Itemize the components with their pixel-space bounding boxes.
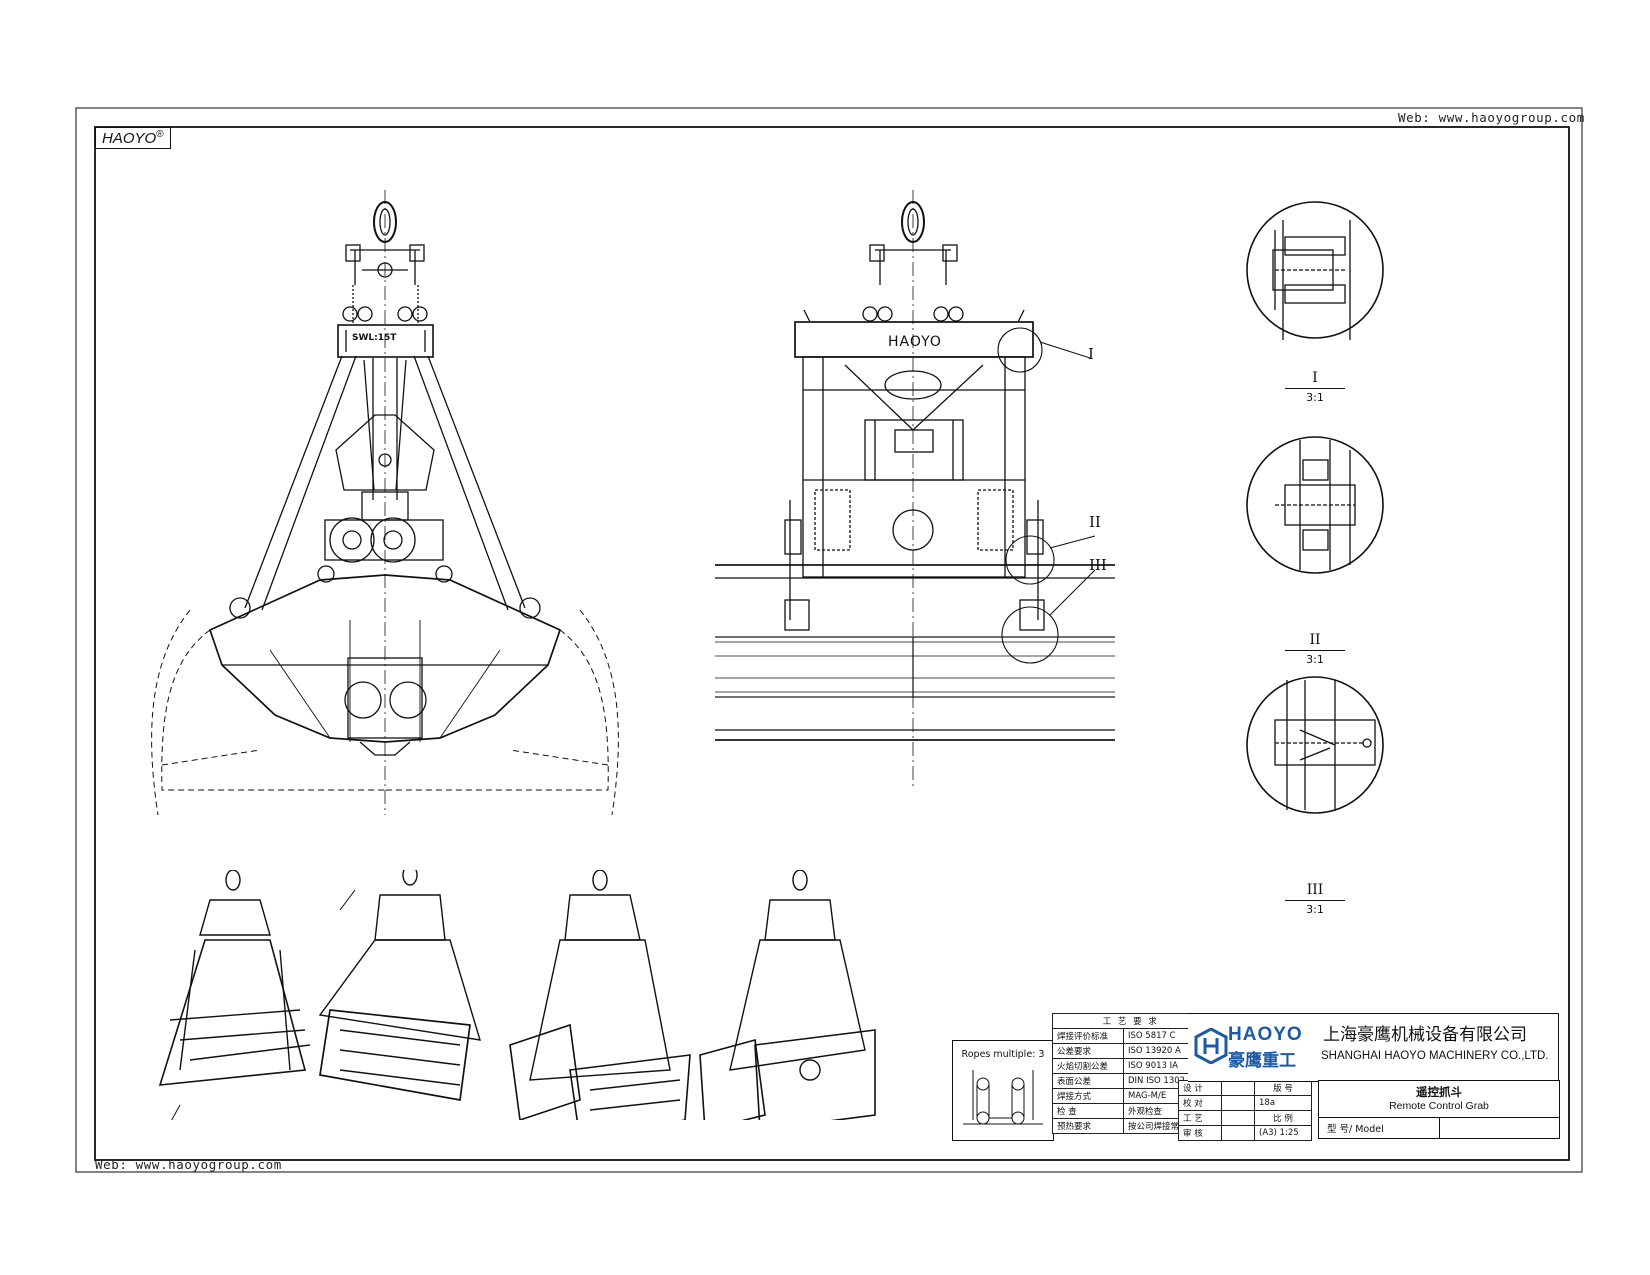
ropes-box: Ropes multiple: 3 — [952, 1040, 1054, 1141]
grab-side-view — [715, 190, 1115, 790]
detail-views — [1246, 201, 1384, 814]
product-box: 遥控抓斗 Remote Control Grab 型 号/ Model — [1318, 1080, 1560, 1139]
company-logo-cn: 豪鹰重工 — [1228, 1051, 1296, 1071]
brand-text: HAOYO — [102, 130, 157, 147]
requirements-header: 工 艺 要 求 — [1052, 1013, 1210, 1029]
product-name-en: Remote Control Grab — [1389, 1100, 1489, 1112]
side-view-brand: HAOYO — [888, 334, 942, 350]
company-name-en: SHANGHAI HAOYO MACHINERY CO.,LTD. — [1321, 1050, 1549, 1062]
company-header: HAOYO 豪鹰重工 上海豪鹰机械设备有限公司 SHANGHAI HAOYO M… — [1188, 1013, 1559, 1082]
registered-mark: ® — [156, 129, 164, 140]
scale-value: (A3) 1:25 — [1254, 1125, 1312, 1141]
callout-markers — [997, 327, 1096, 664]
web-url-bottom[interactable]: Web: www.haoyogroup.com — [95, 1157, 282, 1172]
ropes-label: Ropes multiple: 3 — [961, 1049, 1045, 1060]
swl-label: SWL:15T — [352, 333, 397, 343]
haoyo-logo-icon — [1194, 1028, 1228, 1064]
company-name-cn: 上海豪鹰机械设备有限公司 — [1323, 1025, 1527, 1045]
version-value: 18a — [1254, 1095, 1312, 1111]
rope-reeving-icon — [963, 1070, 1043, 1125]
web-url-top[interactable]: Web: www.haoyogroup.com — [1398, 110, 1585, 125]
callout-II: II — [1089, 513, 1101, 531]
brand-box: HAOYO® — [95, 127, 171, 149]
isometric-views — [158, 870, 876, 1120]
callout-III: III — [1089, 556, 1107, 574]
model-label: 型 号/ Model — [1327, 1124, 1384, 1135]
product-name-cn: 遥控抓斗 — [1416, 1085, 1462, 1099]
company-logo-text: HAOYO — [1228, 1024, 1303, 1045]
grab-front-view — [151, 190, 619, 815]
callout-I: I — [1088, 345, 1094, 363]
